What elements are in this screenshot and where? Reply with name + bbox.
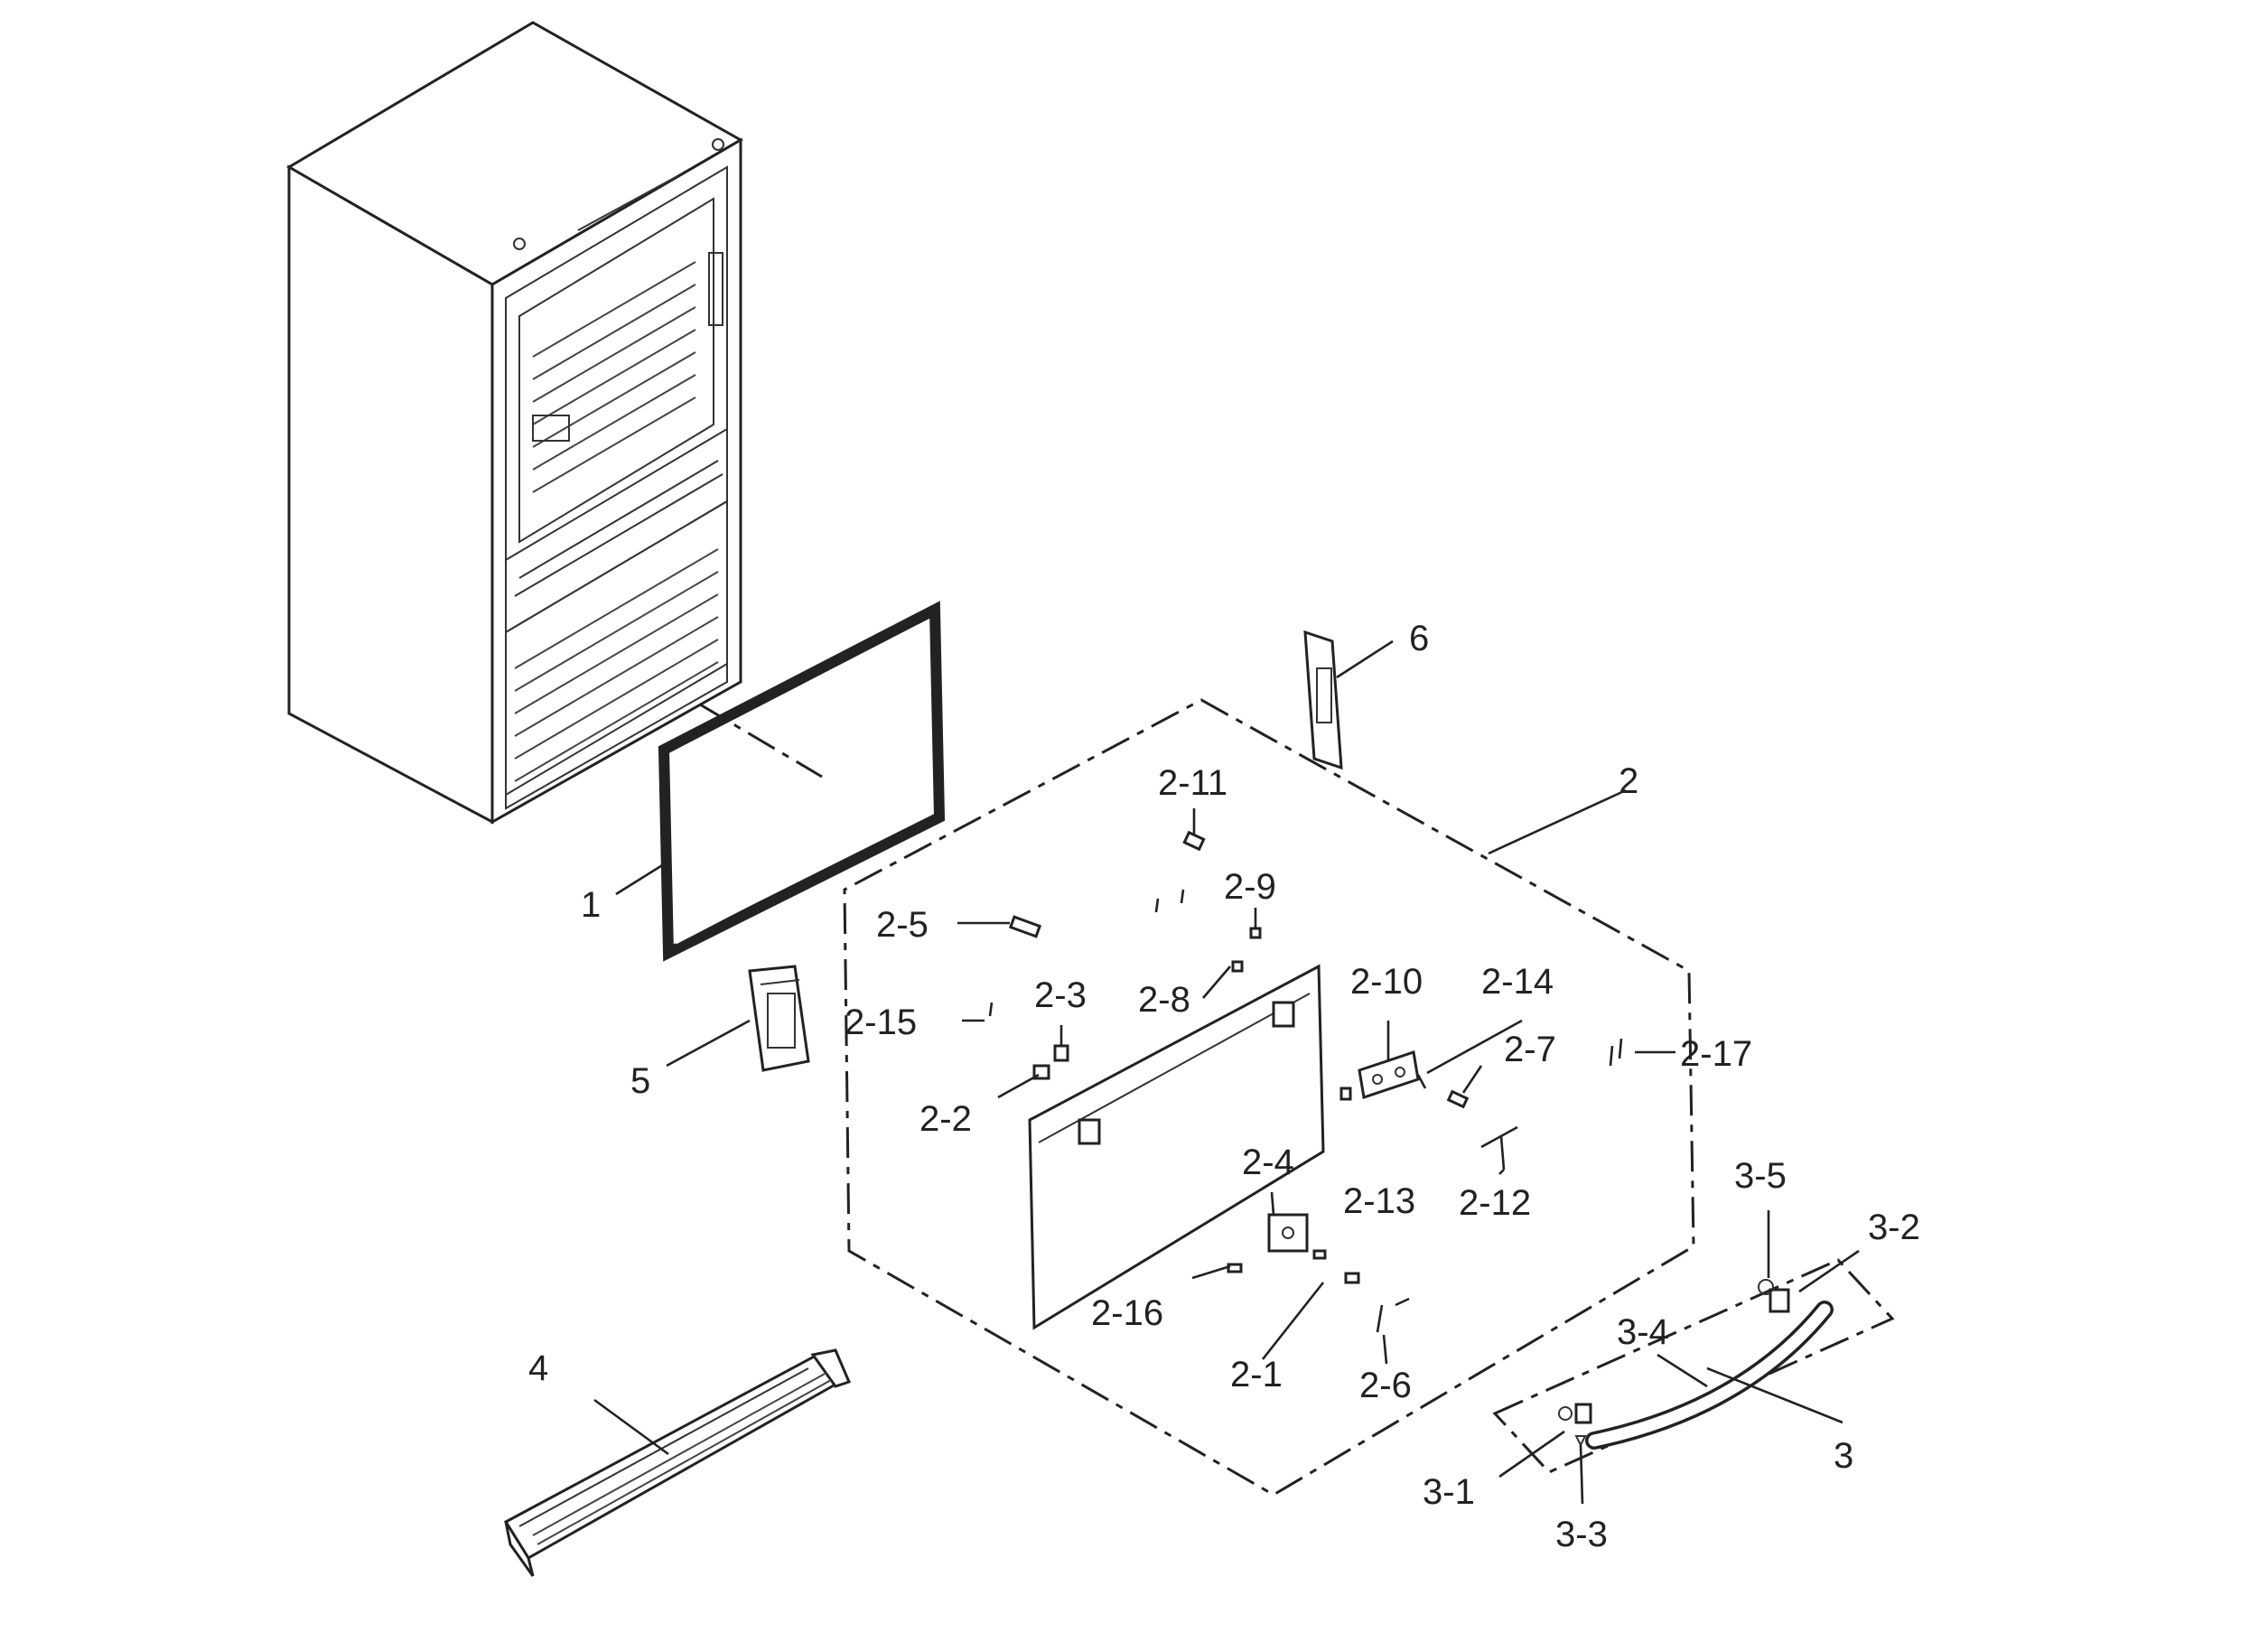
label-2-10: 2-10 <box>1350 962 1423 1002</box>
label-2-14: 2-14 <box>1481 962 1554 1002</box>
label-2-17: 2-17 <box>1680 1034 1752 1074</box>
label-2-9: 2-9 <box>1224 867 1276 907</box>
label-1: 1 <box>581 885 601 925</box>
callout-labels: 1 2 2-1 2-2 2-3 2-4 2-5 2-6 2-7 2-8 2-9 … <box>528 619 1920 1554</box>
bracket-part-6 <box>1303 630 1343 770</box>
label-2-12: 2-12 <box>1459 1183 1531 1223</box>
label-2-4: 2-4 <box>1242 1143 1294 1182</box>
label-3-1: 3-1 <box>1423 1472 1475 1512</box>
label-2: 2 <box>1619 761 1638 801</box>
label-2-13: 2-13 <box>1343 1181 1415 1221</box>
label-3-4: 3-4 <box>1617 1312 1669 1352</box>
label-3-5: 3-5 <box>1734 1156 1787 1196</box>
handle-assembly-part-3 <box>1492 1258 1895 1474</box>
label-3-2: 3-2 <box>1868 1208 1920 1247</box>
label-2-16: 2-16 <box>1091 1293 1163 1333</box>
label-5: 5 <box>630 1061 650 1101</box>
label-2-1: 2-1 <box>1230 1355 1283 1394</box>
drawer-front-panel <box>1028 964 1325 1330</box>
label-2-7: 2-7 <box>1504 1030 1556 1069</box>
label-4: 4 <box>528 1348 548 1388</box>
drawer-tray-part-4 <box>503 1348 852 1577</box>
label-3: 3 <box>1834 1436 1853 1476</box>
label-2-15: 2-15 <box>845 1003 917 1042</box>
label-2-5: 2-5 <box>876 905 929 945</box>
hinge-bracket-part-5 <box>748 965 810 1072</box>
label-2-3: 2-3 <box>1034 975 1087 1015</box>
drawer-assembly-outline-part-2 <box>843 698 1695 1497</box>
label-3-3: 3-3 <box>1555 1515 1608 1554</box>
leader-lines <box>593 639 1860 1505</box>
label-2-11: 2-11 <box>1158 763 1227 803</box>
small-parts <box>988 830 1623 1333</box>
door-gasket-part-1 <box>658 601 946 962</box>
label-2-2: 2-2 <box>919 1099 972 1139</box>
label-2-8: 2-8 <box>1138 980 1190 1020</box>
label-6: 6 <box>1409 619 1429 658</box>
refrigerator-cabinet <box>286 21 744 825</box>
label-2-6: 2-6 <box>1359 1366 1412 1405</box>
